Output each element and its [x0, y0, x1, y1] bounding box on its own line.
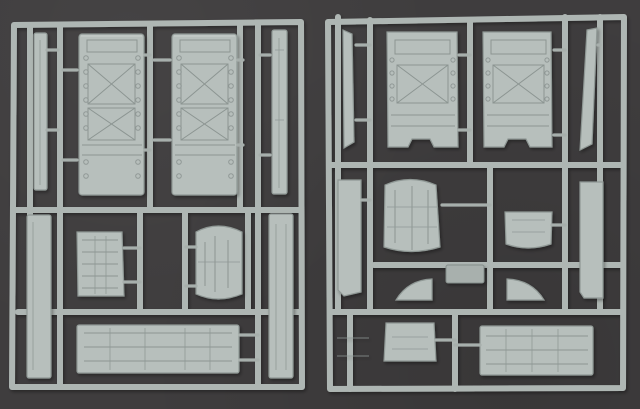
- quarter-part: [506, 278, 546, 301]
- curved-panel-part: [195, 225, 243, 300]
- thin-bracket-part: [342, 29, 355, 150]
- side-plate-part: [579, 181, 604, 299]
- rib-panel-part: [76, 231, 125, 297]
- long-strip-part: [33, 32, 48, 191]
- sprue-gates: [45, 43, 602, 362]
- floor-panel-part: [76, 324, 240, 374]
- side-plate-part: [26, 214, 52, 379]
- quarter-part: [394, 278, 433, 301]
- door-panel-part: [78, 33, 145, 196]
- small-panel-part: [504, 211, 553, 249]
- instrument-panel-part: [383, 322, 437, 362]
- side-plate-part: [337, 179, 362, 297]
- right-sprue-parts: [337, 27, 604, 376]
- right-sprue-frame: [325, 14, 627, 392]
- long-strip-part: [271, 29, 288, 195]
- door-panel-part: [482, 31, 553, 148]
- left-sprue-parts: [26, 29, 294, 379]
- thin-bracket-part: [579, 27, 598, 152]
- floor-panel-part: [479, 325, 594, 376]
- side-plate-part: [268, 213, 294, 379]
- door-panel-part: [386, 31, 459, 148]
- door-panel-part: [171, 33, 238, 196]
- tiny-panel-part: [445, 264, 485, 284]
- floor-frame-part: [383, 178, 441, 253]
